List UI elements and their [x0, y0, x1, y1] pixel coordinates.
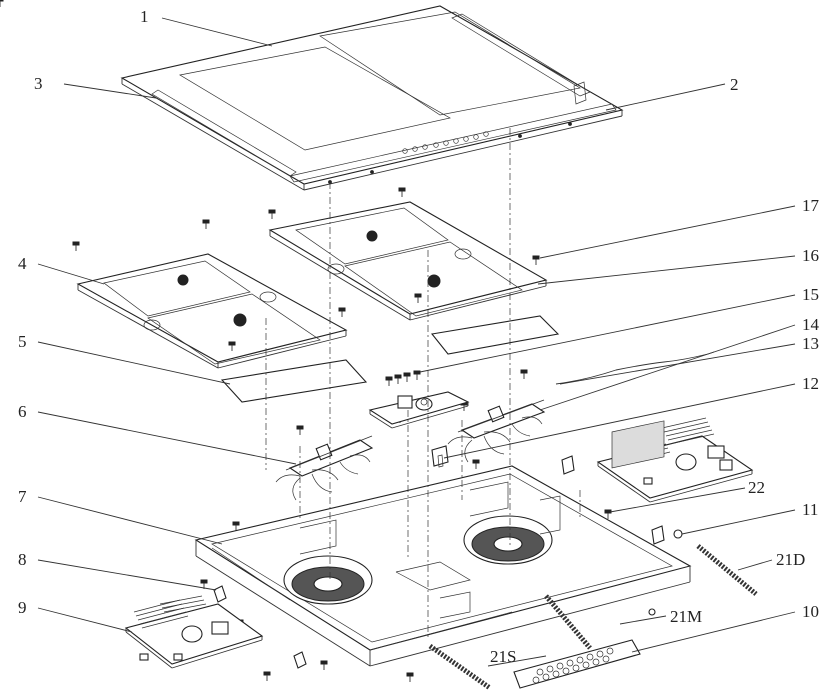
- left-coil-bracket: [76, 253, 348, 369]
- callout-17: 17: [802, 196, 820, 215]
- callout-14: 14: [802, 315, 820, 334]
- wire-harness: [555, 351, 715, 385]
- control-pcb: [368, 391, 470, 429]
- fan-right: [447, 399, 546, 463]
- callout-13: 13: [802, 334, 819, 353]
- right-coil-bracket: [268, 201, 548, 321]
- callout-labels: 1 2 3 4 5 6 7 8 9 10 11 12 13 14 15 16 1…: [18, 7, 820, 666]
- callout-6: 6: [18, 402, 27, 421]
- callout-21S: 21S: [490, 647, 516, 666]
- clip-bracket: [431, 445, 449, 468]
- power-board-left: [124, 595, 264, 669]
- control-panel-keypad: [513, 639, 641, 689]
- bottom-housing: [194, 465, 692, 667]
- callout-21M: 21M: [670, 607, 702, 626]
- callout-3: 3: [34, 74, 43, 93]
- callout-21D: 21D: [776, 550, 805, 569]
- callout-11: 11: [802, 500, 818, 519]
- callout-2: 2: [730, 75, 739, 94]
- insulation-sheets: [220, 315, 560, 403]
- callout-9: 9: [18, 598, 27, 617]
- callout-10: 10: [802, 602, 819, 621]
- callout-15: 15: [802, 285, 819, 304]
- assembly-guide-lines: [265, 128, 581, 640]
- small-clips: [213, 455, 683, 669]
- leader-lines: [37, 17, 796, 667]
- fan-left: [275, 435, 374, 501]
- callout-12: 12: [802, 374, 819, 393]
- callout-4: 4: [18, 254, 27, 273]
- callout-8: 8: [18, 550, 27, 569]
- glass-top-plate: [120, 5, 624, 191]
- callout-22: 22: [748, 478, 765, 497]
- screws: [0, 0, 612, 683]
- power-board-right: [596, 417, 754, 503]
- cable-sleeves: [428, 544, 758, 691]
- callout-5: 5: [18, 332, 27, 351]
- callout-7: 7: [18, 487, 27, 506]
- callout-1: 1: [140, 7, 149, 26]
- callout-16: 16: [802, 246, 819, 265]
